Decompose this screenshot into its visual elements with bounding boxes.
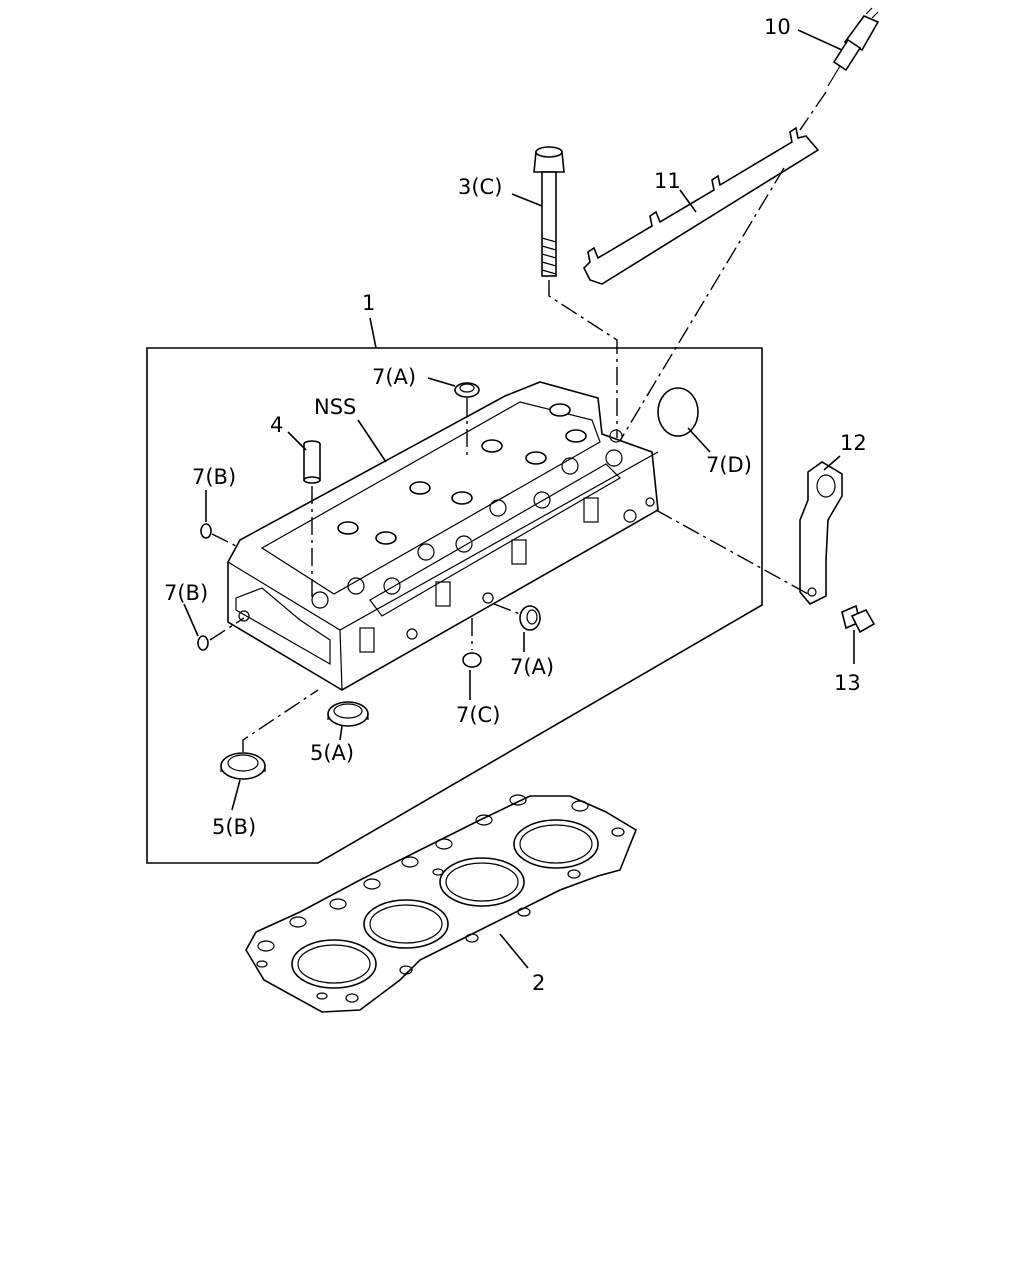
callout-7a-top: 7(A) <box>372 365 416 389</box>
valve-guide <box>303 440 321 484</box>
leader-2 <box>499 933 529 969</box>
leader-7d <box>687 427 711 453</box>
seal-7a-bottom <box>519 605 541 631</box>
callout-5a: 5(A) <box>310 741 354 765</box>
leader-4 <box>287 431 307 451</box>
leader-3c <box>511 193 543 207</box>
leader-5a <box>339 725 343 741</box>
dash-10 <box>799 91 827 131</box>
callout-10: 10 <box>764 15 791 39</box>
part-1-group-outline <box>146 347 763 864</box>
leader-nss <box>357 419 387 463</box>
dash-7a-bottom <box>493 603 521 615</box>
leader-10 <box>797 29 843 51</box>
callout-7b-left: 7(B) <box>164 581 208 605</box>
callout-7a-bottom: 7(A) <box>510 655 554 679</box>
callout-5b: 5(B) <box>212 815 256 839</box>
callout-7d: 7(D) <box>706 453 752 477</box>
dash-7b-left <box>209 617 245 641</box>
glow-plug <box>827 7 880 87</box>
callout-1: 1 <box>362 291 375 315</box>
dash-3c <box>548 280 618 438</box>
callout-2: 2 <box>532 971 545 995</box>
callout-7c: 7(C) <box>456 703 500 727</box>
leader-5b <box>231 779 241 811</box>
glow-plug-connector <box>583 126 820 285</box>
seal-5a <box>327 701 369 727</box>
plug-7c <box>462 652 482 668</box>
callout-11: 11 <box>654 169 681 193</box>
leader-7b-left <box>183 603 199 637</box>
cylinder-head <box>227 381 659 691</box>
bracket <box>799 461 843 605</box>
dash-12 <box>655 509 809 595</box>
plug-7b-left <box>197 635 209 651</box>
head-bolt <box>533 146 565 277</box>
leader-1 <box>369 317 377 349</box>
callout-7b-top: 7(B) <box>192 465 236 489</box>
callout-3c: 3(C) <box>458 175 502 199</box>
leader-12 <box>823 455 841 471</box>
seal-7a-top <box>454 382 480 398</box>
callout-13: 13 <box>834 671 861 695</box>
plug-7b-top <box>200 523 212 539</box>
callout-nss: NSS <box>314 395 356 419</box>
leader-11 <box>679 189 697 213</box>
dash-11 <box>611 167 785 455</box>
head-gasket <box>245 794 637 1013</box>
leader-7a-top <box>427 377 456 387</box>
plug-7d <box>657 387 699 437</box>
callout-12: 12 <box>840 431 867 455</box>
dash-7b-top <box>211 533 237 547</box>
callout-4: 4 <box>270 413 283 437</box>
dash-5b <box>242 689 319 752</box>
seal-5b <box>220 752 266 780</box>
bracket-bolt <box>841 604 876 634</box>
